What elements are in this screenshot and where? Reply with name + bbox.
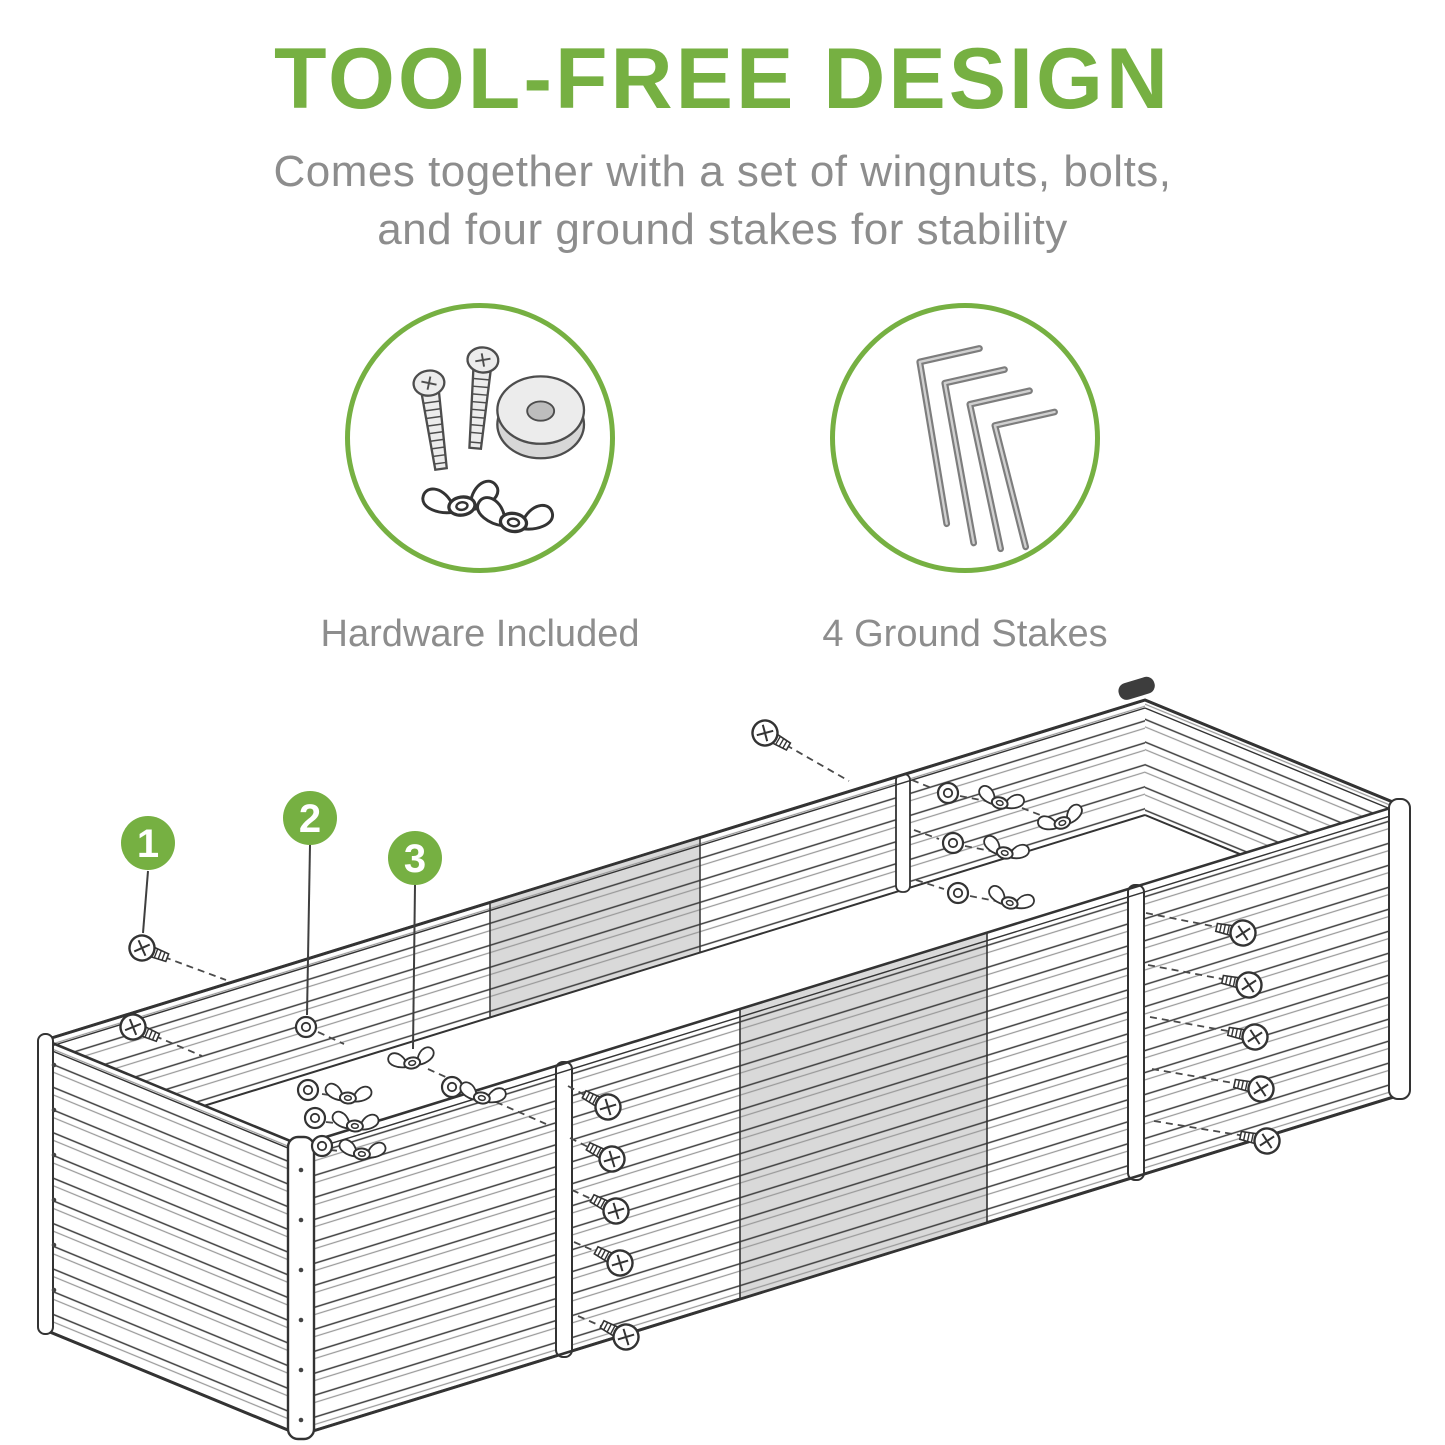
feature-stakes: 4 Ground Stakes — [822, 303, 1108, 656]
callout-2: 2 — [283, 791, 337, 1016]
washer-icon — [296, 1078, 320, 1102]
subtitle-line-2: and four ground stakes for stability — [377, 205, 1068, 255]
leader-dashed-lines — [154, 744, 1252, 1331]
wingnut-icon — [473, 494, 556, 539]
back-seam-strip — [895, 773, 911, 893]
feature-row: Hardware Included 4 Groun — [0, 303, 1445, 656]
page-title: TOOL-FREE DESIGN — [274, 31, 1171, 127]
callout-1: 1 — [121, 816, 175, 934]
hardware-circle — [345, 303, 615, 574]
washer-icon — [303, 1106, 327, 1130]
stakes-circle — [830, 303, 1100, 574]
washer-icon — [946, 881, 970, 905]
left-end-wall — [45, 1040, 300, 1435]
bolt-icon — [412, 369, 449, 472]
callout-3: 3 — [388, 831, 442, 1050]
callout-3-badge — [388, 831, 442, 885]
callout-3-number: 3 — [404, 837, 426, 881]
corner-post-back-left — [37, 1033, 54, 1335]
corner-post-front-left — [286, 1135, 316, 1441]
washer-icon — [440, 1075, 464, 1099]
bolt-icon — [466, 346, 500, 451]
stakes-label: 4 Ground Stakes — [822, 613, 1108, 656]
corner-post-front-right — [1388, 798, 1411, 1100]
callout-1-badge — [121, 816, 175, 870]
page-subtitle: Comes together with a set of wingnuts, b… — [0, 143, 1445, 259]
front-seam-strip — [1127, 884, 1145, 1181]
washer-icon — [294, 1015, 318, 1039]
ground-stakes-icon — [916, 345, 1058, 553]
washer-icon — [941, 831, 965, 855]
washer-icon — [936, 781, 960, 805]
front-seam-strip — [555, 1061, 573, 1358]
garden-bed-diagram: 1 2 3 — [37, 676, 1411, 1441]
callout-2-badge — [283, 791, 337, 845]
subtitle-line-1: Comes together with a set of wingnuts, b… — [273, 147, 1172, 196]
washer-icon — [310, 1134, 334, 1158]
washer-icon — [496, 375, 586, 460]
hardware-label: Hardware Included — [320, 613, 640, 656]
corner-cap-back-right — [1118, 676, 1155, 700]
hardware-icon — [412, 346, 586, 539]
feature-hardware: Hardware Included — [321, 303, 639, 656]
screw-icon — [124, 930, 173, 971]
callout-2-number: 2 — [299, 797, 321, 841]
stake-icons — [916, 345, 1058, 553]
rivet-dots — [51, 1062, 304, 1423]
callout-1-number: 1 — [137, 822, 159, 866]
screw-icon — [746, 714, 796, 759]
